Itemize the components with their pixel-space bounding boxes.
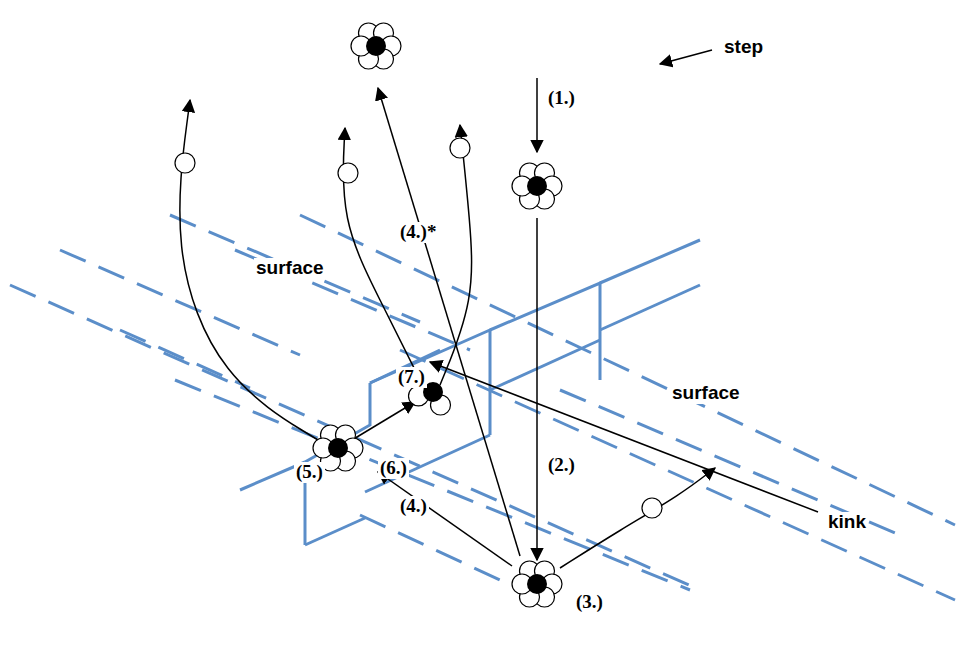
region-label: surface: [670, 383, 742, 404]
process-arrow: [536, 78, 538, 152]
terrace-line: [400, 350, 955, 600]
terrace-line: [360, 515, 500, 580]
callout-number: (1.): [546, 88, 577, 109]
callout-number: (6.): [378, 458, 409, 479]
solute-particle: [328, 438, 348, 458]
callout-number: (3.): [574, 592, 605, 613]
process-arrow: [378, 472, 512, 566]
solvated-molecule: [351, 23, 401, 69]
step-edge: [600, 285, 700, 330]
step-edge: [305, 518, 365, 545]
solute-particle: [527, 176, 547, 196]
feature-label: kink: [826, 512, 868, 533]
process-arrow: [352, 402, 415, 440]
solute-particle: [366, 36, 386, 56]
terrace-line: [120, 330, 250, 388]
solvent-particle: [175, 153, 195, 173]
solvated-molecule: [512, 561, 562, 607]
step-edge: [305, 383, 370, 462]
feature-label: step: [722, 37, 765, 58]
callout-number: (5.): [294, 462, 325, 483]
solvent-particle: [338, 163, 358, 183]
solvated-molecule: [512, 163, 562, 209]
step-edge: [365, 435, 490, 492]
callout-number: (7.): [396, 367, 427, 388]
region-label: surface: [254, 258, 326, 279]
step-edge: [600, 240, 700, 283]
process-arrow: [560, 468, 715, 568]
process-arrow: [536, 218, 538, 560]
callout-number: (2.): [546, 455, 577, 476]
terrace-line: [560, 390, 900, 535]
terrace-line: [235, 250, 470, 350]
step-edge: [370, 330, 490, 435]
terrace-line: [300, 215, 955, 525]
process-arrow: [378, 88, 520, 556]
process-arrow: [440, 125, 472, 385]
callout-number: (4.): [398, 496, 429, 517]
solvent-particle: [642, 498, 662, 518]
solvent-particle: [450, 138, 470, 158]
solute-particle: [527, 574, 547, 594]
step-edge: [490, 340, 600, 390]
process-arrow: [430, 362, 818, 512]
process-arrow: [660, 50, 712, 64]
callout-number: (4.)*: [398, 222, 438, 243]
